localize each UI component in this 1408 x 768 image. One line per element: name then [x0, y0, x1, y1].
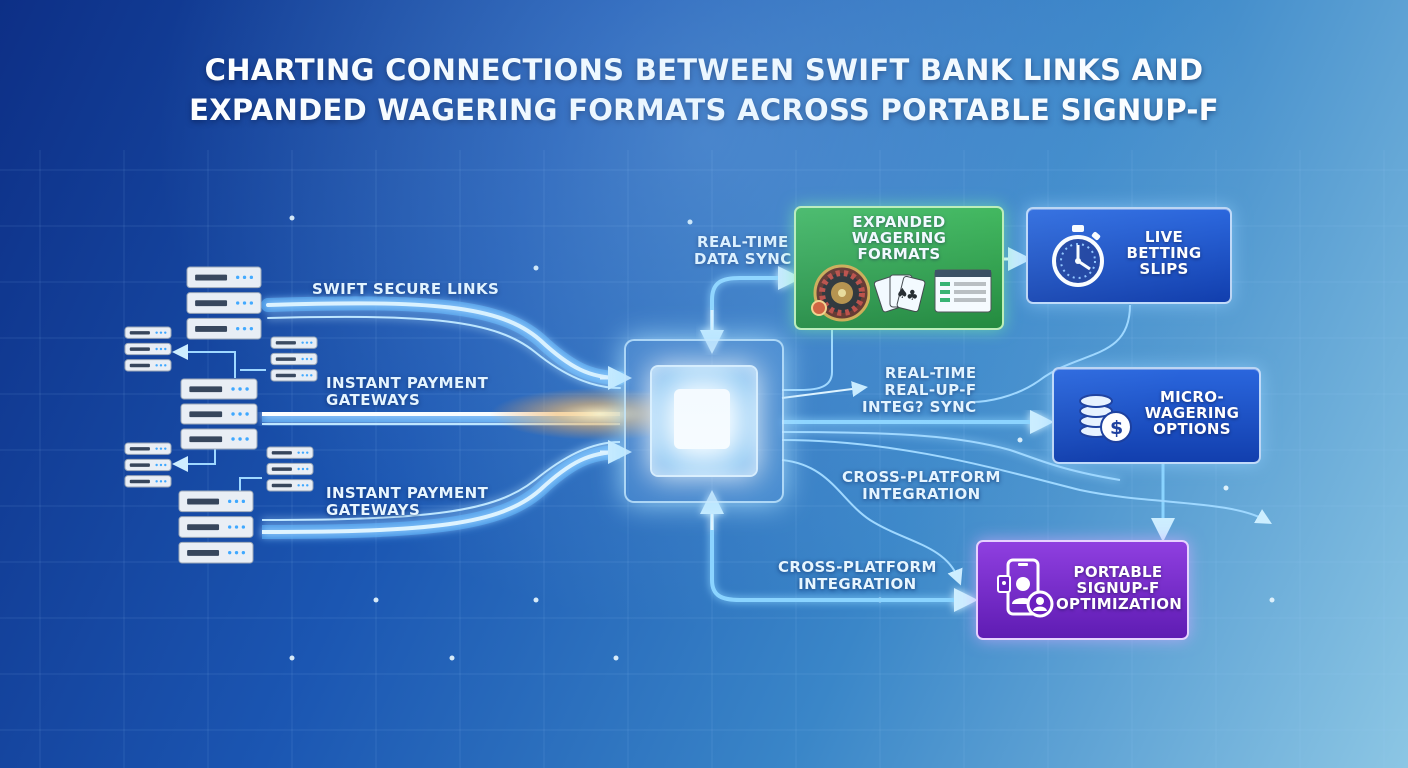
- card-title-line: OPTIONS: [1153, 420, 1231, 438]
- svg-text:♠: ♠: [896, 286, 909, 302]
- label-line: GATEWAYS: [326, 501, 421, 519]
- card-title-line: SLIPS: [1139, 260, 1189, 278]
- stream-instant-payment-bottom: [261, 441, 621, 539]
- server-rack-middle: [180, 378, 258, 454]
- card-portable-signup: PORTABLE SIGNUP-F OPTIMIZATION: [976, 540, 1189, 640]
- line-live-to-sync: [971, 304, 1131, 403]
- svg-text:♣: ♣: [906, 288, 919, 304]
- card-title: EXPANDED WAGERING FORMATS: [796, 214, 1002, 262]
- card-title-line: MICRO-: [1159, 388, 1225, 406]
- label-line: INSTANT PAYMENT: [326, 374, 489, 392]
- card-micro-wagering: $ MICRO- WAGERING OPTIONS: [1052, 367, 1261, 464]
- card-title-line: PORTABLE: [1073, 563, 1163, 581]
- label-line: INSTANT PAYMENT: [326, 484, 489, 502]
- hub-inner-frame: [650, 365, 758, 477]
- server-rack-small-2: [270, 336, 318, 386]
- stream-hub-to-expanded: [700, 266, 802, 354]
- line-expanded-to-hub: [782, 330, 833, 391]
- server-rack-icon: [266, 446, 314, 492]
- central-hub: [624, 339, 784, 503]
- server-rack-icon: [178, 490, 254, 564]
- label-cross-platform-1: CROSS-PLATFORM INTEGRATION: [842, 469, 1001, 503]
- label-line: REAL-UP-F: [884, 381, 977, 399]
- server-rack-top: [186, 266, 262, 344]
- page-title: CHARTING CONNECTIONS BETWEEN SWIFT BANK …: [0, 50, 1408, 130]
- label-line: CROSS-PLATFORM: [842, 468, 1001, 486]
- server-interconnects: [172, 344, 266, 495]
- label-swift-secure-links: SWIFT SECURE LINKS: [312, 281, 499, 298]
- stopwatch-icon: [1052, 225, 1104, 287]
- betting-table-icon: [934, 269, 992, 313]
- label-line: INTEGRATION: [798, 575, 917, 593]
- label-line: REAL-TIME: [884, 364, 977, 382]
- card-title-line: LIVE: [1144, 228, 1184, 246]
- card-title: PORTABLE SIGNUP-F OPTIMIZATION: [1056, 563, 1183, 613]
- label-line: DATA SYNC: [694, 250, 792, 268]
- card-expanded-wagering: EXPANDED WAGERING FORMATS ♠ ♣: [794, 206, 1004, 330]
- server-rack-icon: [180, 378, 258, 450]
- server-rack-small-3: [124, 442, 172, 492]
- server-rack-bottom: [178, 490, 254, 568]
- server-rack-icon: [270, 336, 318, 382]
- line-right-swoosh: [781, 439, 1272, 524]
- label-cross-platform-2: CROSS-PLATFORM INTEGRATION: [778, 559, 937, 593]
- line-cross-platform-upper: [781, 459, 963, 586]
- svg-text:$: $: [1110, 417, 1123, 439]
- server-rack-icon: [186, 266, 262, 340]
- card-title: MICRO- WAGERING OPTIONS: [1140, 389, 1244, 437]
- title-line-1: CHARTING CONNECTIONS BETWEEN SWIFT BANK …: [204, 53, 1204, 87]
- label-line: CROSS-PLATFORM: [778, 558, 937, 576]
- label-instant-payment-2: INSTANT PAYMENT GATEWAYS: [326, 485, 488, 519]
- card-title-line: BETTING: [1126, 244, 1202, 262]
- roulette-wheel-icon: [811, 264, 870, 322]
- server-rack-small-4: [266, 446, 314, 496]
- stream-swift-secure-links: [261, 296, 627, 389]
- label-line: REAL-TIME: [697, 233, 789, 251]
- label-line: INTEGRATION: [862, 485, 981, 503]
- card-title-line: EXPANDED: [852, 213, 946, 231]
- label-realtime-data-sync: REAL-TIME DATA SYNC: [694, 234, 792, 268]
- card-title: LIVE BETTING SLIPS: [1114, 229, 1214, 277]
- label-instant-payment-1: INSTANT PAYMENT GATEWAYS: [326, 375, 488, 409]
- label-realtime-integr-sync: REAL-TIME REAL-UP-F INTEG? SYNC: [862, 365, 976, 416]
- card-title-line: WAGERING: [1144, 404, 1240, 422]
- hub-core: [674, 389, 730, 449]
- server-rack-small-1: [124, 326, 172, 376]
- arrow-realtime-sync: [781, 381, 868, 399]
- coin-stack-dollar-icon: $: [1079, 394, 1132, 443]
- card-title-line: OPTIMIZATION: [1056, 595, 1183, 613]
- playing-cards-icon: ♠ ♣: [874, 274, 926, 313]
- stream-hub-to-portable: [700, 490, 978, 612]
- card-live-betting: LIVE BETTING SLIPS: [1026, 207, 1232, 304]
- card-title-line: WAGERING: [851, 229, 947, 247]
- card-title-line: FORMATS: [857, 245, 941, 263]
- server-rack-icon: [124, 326, 172, 372]
- server-rack-icon: [124, 442, 172, 488]
- label-line: INTEG? SYNC: [862, 398, 977, 416]
- stream-hub-to-micro: [781, 410, 1121, 481]
- label-text: SWIFT SECURE LINKS: [312, 280, 500, 298]
- mobile-user-icon: [997, 558, 1054, 618]
- title-line-2: EXPANDED WAGERING FORMATS ACROSS PORTABL…: [189, 93, 1219, 127]
- label-line: GATEWAYS: [326, 391, 421, 409]
- card-title-line: SIGNUP-F: [1076, 579, 1160, 597]
